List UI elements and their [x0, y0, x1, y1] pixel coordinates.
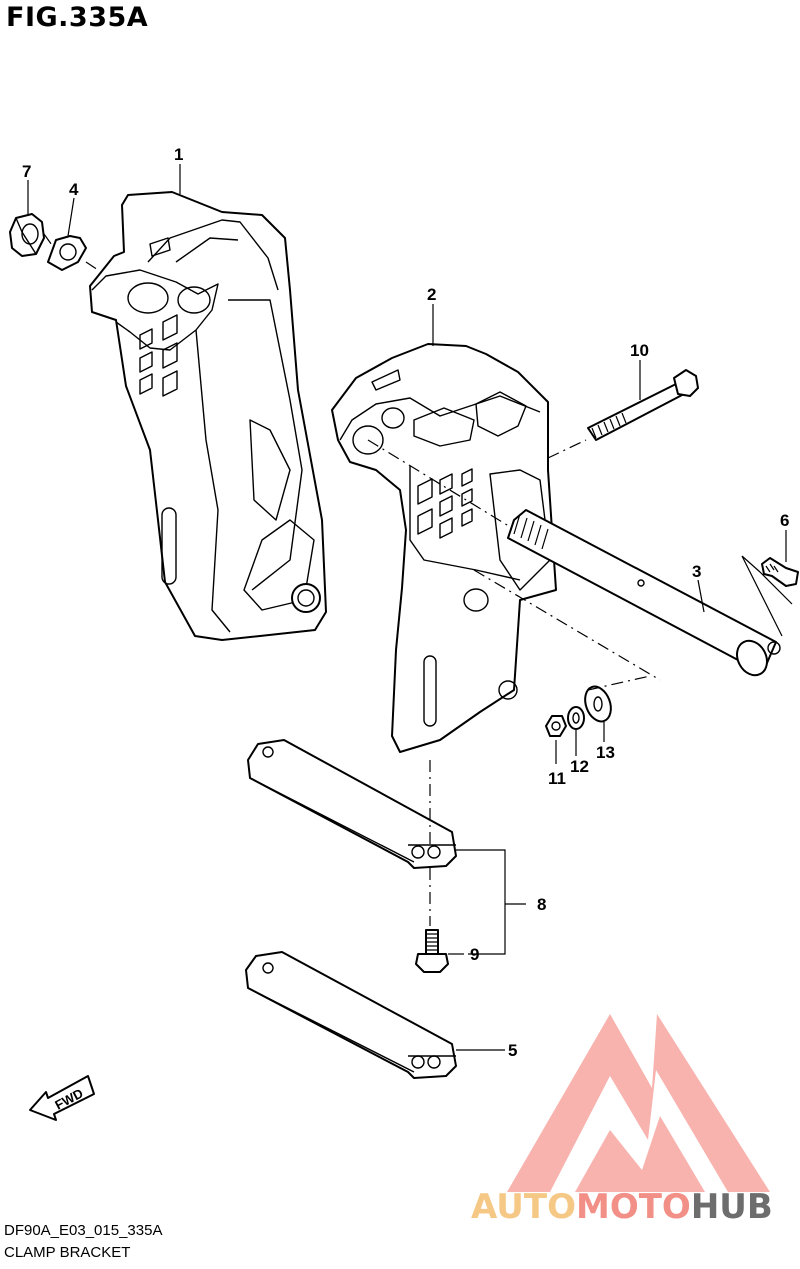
part-9-bolt — [415, 929, 449, 973]
leader-lines — [27, 164, 787, 1051]
callout-8: 8 — [537, 895, 546, 914]
part-4-plate — [47, 235, 87, 271]
fwd-arrow-icon: FWD — [29, 1075, 95, 1121]
callout-7: 7 — [22, 162, 31, 181]
svg-text:AUTOMOTOHUB: AUTOMOTOHUB — [471, 1187, 773, 1227]
part-7-nut — [9, 213, 45, 257]
callout-4: 4 — [69, 180, 79, 199]
callout-12: 12 — [570, 757, 589, 776]
callout-11: 11 — [548, 769, 566, 788]
part-11-nut — [545, 715, 567, 737]
watermark-triangle-icon — [507, 1014, 770, 1192]
callouts: 1 2 3 4 5 6 7 8 9 10 11 12 13 — [22, 145, 789, 1060]
part-10-bolt — [587, 369, 699, 441]
watermark-auto: AUTO — [471, 1187, 576, 1227]
part-5-plate — [245, 951, 457, 1079]
callout-9: 9 — [470, 945, 479, 964]
callout-1: 1 — [174, 145, 183, 164]
callout-3: 3 — [692, 562, 701, 581]
watermark-logo: AUTOMOTOHUB — [471, 1014, 773, 1227]
part-13-washer — [584, 685, 612, 723]
part-2-clamp-bracket-right — [331, 343, 557, 753]
part-12-washer — [567, 706, 585, 730]
callout-5: 5 — [508, 1041, 517, 1060]
callout-10: 10 — [630, 341, 649, 360]
figure-code: DF90A_E03_015_335A — [4, 1222, 163, 1239]
callout-6: 6 — [780, 511, 789, 530]
watermark-hub: HUB — [691, 1187, 773, 1227]
part-3-clamp-shaft — [507, 509, 781, 677]
figure-title: FIG.335A — [6, 2, 149, 33]
alignment-lines — [43, 233, 793, 926]
part-6-bolt — [761, 557, 799, 587]
part-8-plate — [247, 739, 457, 869]
callout-13: 13 — [596, 743, 615, 762]
figure-caption: CLAMP BRACKET — [4, 1244, 131, 1261]
part-1-clamp-bracket-left — [89, 191, 327, 641]
callout-2: 2 — [427, 285, 436, 304]
watermark-moto: MOTO — [576, 1187, 691, 1227]
fwd-label: FWD — [52, 1085, 85, 1112]
